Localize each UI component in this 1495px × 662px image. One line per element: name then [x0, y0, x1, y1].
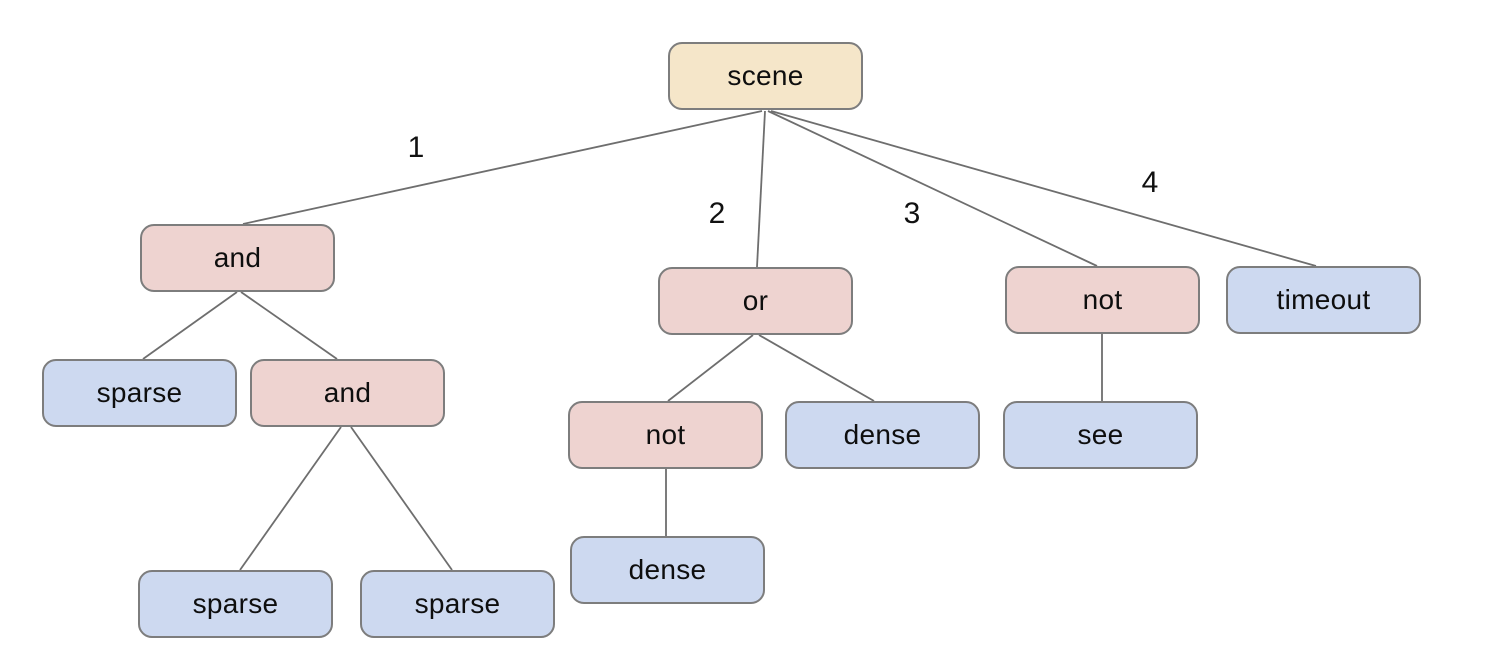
edge-scene-timeout — [770, 110, 1317, 267]
node-see: see — [1003, 401, 1198, 469]
node-dense-2: dense — [570, 536, 765, 604]
edge-and2-sparse3 — [350, 426, 453, 571]
edge-label-4: 4 — [1141, 166, 1159, 199]
node-sparse-2: sparse — [138, 570, 333, 638]
edge-or1-not2 — [667, 334, 754, 402]
edge-scene-and1 — [242, 110, 763, 225]
edge-or1-dense1 — [758, 334, 875, 402]
node-sparse-1: sparse — [42, 359, 237, 427]
edge-and1-and2 — [240, 291, 338, 360]
edge-and2-sparse2 — [239, 426, 342, 571]
node-timeout: timeout — [1226, 266, 1421, 334]
node-and-1: and — [140, 224, 335, 292]
edge-label-1: 1 — [407, 131, 425, 164]
edge-scene-not1 — [767, 110, 1098, 267]
node-or-1: or — [658, 267, 853, 335]
node-and-2: and — [250, 359, 445, 427]
edge-scene-or1 — [756, 110, 766, 268]
edge-label-2: 2 — [708, 197, 726, 230]
node-dense-1: dense — [785, 401, 980, 469]
node-sparse-3: sparse — [360, 570, 555, 638]
node-not-2: not — [568, 401, 763, 469]
edge-label-3: 3 — [903, 197, 921, 230]
edge-and1-sparse1 — [142, 291, 238, 360]
node-scene: scene — [668, 42, 863, 110]
node-not-1: not — [1005, 266, 1200, 334]
